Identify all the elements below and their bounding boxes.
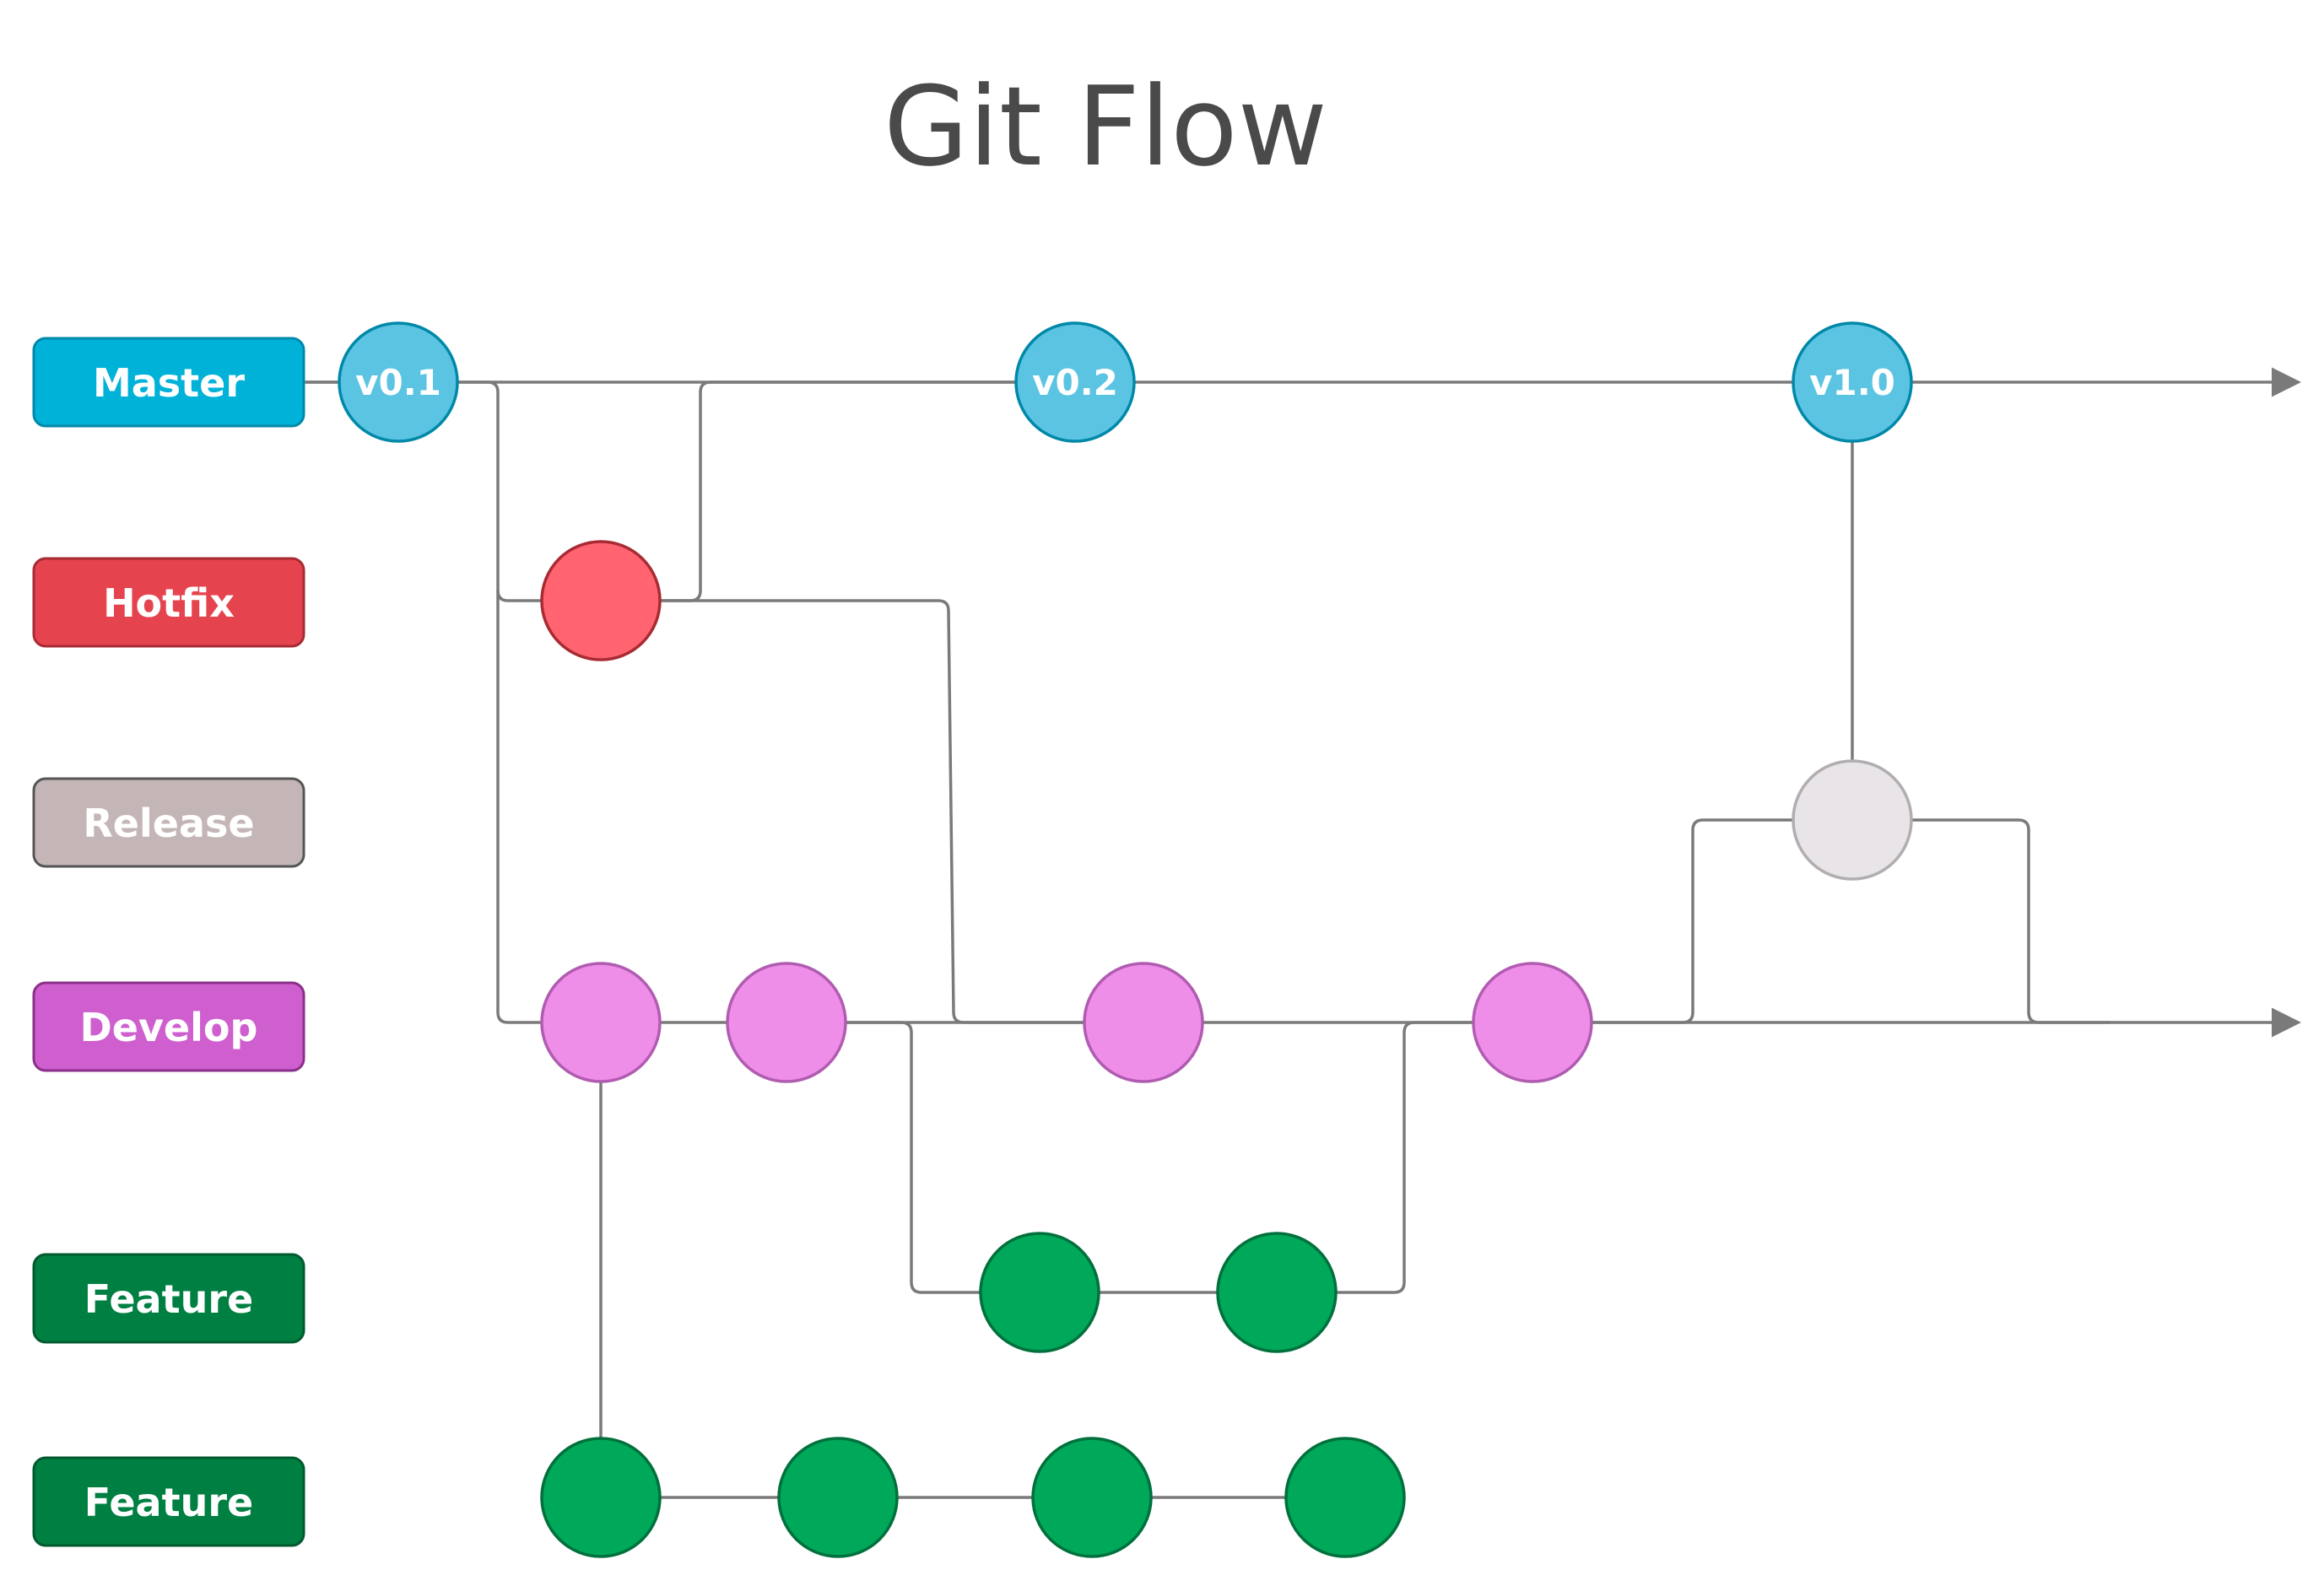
feature2-commit-node-1 [540, 1437, 662, 1558]
feature1-commit-node-1 [979, 1232, 1100, 1353]
tag-v10-label: v1.0 [1809, 362, 1895, 403]
develop-to-feature1 [846, 1021, 981, 1294]
diagram-title: Git Flow [884, 62, 1327, 191]
hotfix-to-v02 [660, 380, 1016, 602]
release-commit-node [1792, 759, 1913, 881]
lane-label-feature-2-text: Feature [84, 1480, 253, 1525]
master-nodes: v0.1 v0.2 v1.0 [338, 321, 1913, 443]
lane-label-develop: Develop [32, 981, 305, 1072]
feature2-nodes [540, 1437, 1406, 1558]
lane-label-release-box [32, 777, 305, 868]
tag-v01: v0.1 [338, 321, 459, 443]
hotfix-commit-node [540, 540, 662, 661]
lane-labels: Master Hotfix Release Develop Feature Fe… [32, 337, 305, 1547]
lane-label-hotfix: Hotfix [32, 557, 305, 648]
tag-v10: v1.0 [1792, 321, 1913, 443]
lane-label-develop-box [32, 981, 305, 1072]
feature2-commit-node-2 [777, 1437, 899, 1558]
v01-to-hotfix [457, 380, 542, 602]
develop-commit-node-1 [540, 962, 662, 1083]
lane-label-develop-text: Develop [80, 1005, 258, 1050]
feature2-commit-node-4 [1284, 1437, 1406, 1558]
feature1-to-develop [1336, 1021, 1473, 1294]
lane-label-release-text: Release [83, 801, 254, 846]
release-to-develop [1911, 818, 2110, 1024]
hotfix-to-develop [660, 599, 1084, 1024]
develop-commit-node-4 [1472, 962, 1593, 1083]
lane-label-hotfix-text: Hotfix [103, 580, 235, 626]
feature1-nodes [979, 1232, 1338, 1353]
lane-label-release: Release [32, 777, 305, 868]
lane-label-master: Master [32, 337, 305, 428]
lane-label-hotfix-box [32, 557, 305, 648]
develop-commit-node-3 [1083, 962, 1204, 1083]
lane-label-feature-1-box [32, 1253, 305, 1344]
develop-commit-node-2 [726, 962, 847, 1083]
lane-label-master-box [32, 337, 305, 428]
connectors [304, 367, 2301, 1499]
lane-label-feature-2: Feature [32, 1456, 305, 1547]
develop-to-release [1592, 818, 1793, 1024]
tag-v02-label: v0.2 [1032, 362, 1118, 403]
feature2-commit-node-3 [1031, 1437, 1153, 1558]
tag-v01-label: v0.1 [355, 362, 441, 403]
lane-label-feature-2-box [32, 1456, 305, 1547]
v01-to-develop [496, 591, 542, 1024]
tag-v02: v0.2 [1014, 321, 1136, 443]
tag-v10-node [1792, 321, 1913, 443]
feature1-commit-node-2 [1216, 1232, 1338, 1353]
lane-label-feature-1-text: Feature [84, 1276, 253, 1322]
lane-label-master-text: Master [93, 360, 245, 406]
tag-v01-node [338, 321, 459, 443]
develop-nodes [540, 962, 1593, 1083]
tag-v02-node [1014, 321, 1136, 443]
lane-label-feature-1: Feature [32, 1253, 305, 1344]
